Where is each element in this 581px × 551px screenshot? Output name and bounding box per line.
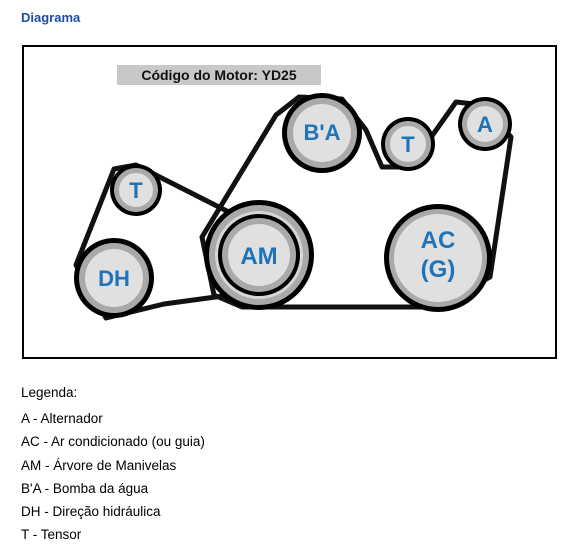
power-steering-pulley: DH [74,238,154,318]
top-tensioner-pulley: T [381,117,435,171]
ac-pulley: AC (G) [384,204,492,312]
left-tensioner-pulley: T [110,164,162,216]
ac-label-line1: AC [421,227,456,254]
alternator-pulley: A [458,97,512,151]
top-tensioner-label: T [401,132,415,157]
legend-item-crankshaft: AM - Árvore de Manivelas [21,457,177,473]
legend-item-ac: AC - Ar condicionado (ou guia) [21,434,205,450]
belt-diagram-frame: B'A T A T DH [22,45,557,359]
water-pump-pulley: B'A [282,93,362,173]
page-heading: Diagrama [21,10,81,25]
engine-code-label: Código do Motor: YD25 [117,65,321,85]
legend-item-power-steering: DH - Direção hidráulica [21,504,161,520]
legend-item-tensioner: T - Tensor [21,527,82,543]
alternator-label: A [477,112,493,137]
ac-label-line2: (G) [421,256,456,283]
crankshaft-pulley: AM [204,200,314,310]
legend-item-water-pump: B'A - Bomba da água [21,480,149,496]
legend-item-alternator: A - Alternador [21,411,103,426]
belt-diagram: B'A T A T DH [73,93,514,321]
legend-title: Legenda: [21,385,78,400]
legend: Legenda: A - Alternador AC - Ar condicio… [21,385,205,547]
crankshaft-label: AM [240,243,277,270]
left-tensioner-label: T [129,178,143,203]
power-steering-label: DH [98,266,130,291]
water-pump-label: B'A [303,120,340,145]
